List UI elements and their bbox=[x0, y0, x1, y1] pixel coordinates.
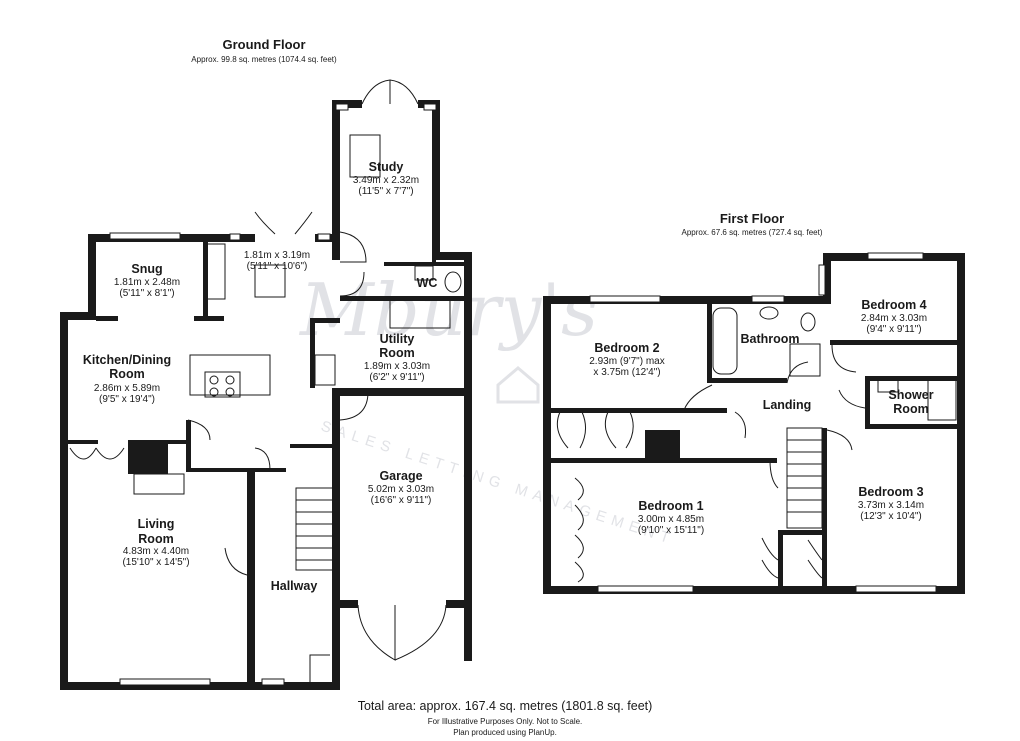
bedroom2-imperial: x 3.75m (12'4") bbox=[593, 367, 660, 378]
bedroom1-imperial: (9'10" x 15'11") bbox=[638, 525, 704, 536]
first-floor-fixtures bbox=[712, 306, 957, 421]
bathroom-label: Bathroom bbox=[740, 332, 799, 346]
study-imperial: (11'5" x 7'7") bbox=[358, 186, 413, 197]
bedroom4-dims: 2.84m x 3.03m bbox=[861, 313, 927, 324]
fireplace bbox=[128, 440, 168, 474]
shower-tray-icon bbox=[789, 343, 821, 377]
hall-top-imperial: (5'11" x 10'6") bbox=[247, 261, 308, 272]
bedroom3-label: Bedroom 3 bbox=[858, 485, 923, 499]
hall-top-dims: 1.81m x 3.19m bbox=[244, 250, 310, 261]
bedroom4-imperial: (9'4" x 9'11") bbox=[866, 324, 921, 335]
wc-label: WC bbox=[417, 276, 438, 290]
garage-imperial: (16'6" x 9'11") bbox=[371, 495, 432, 506]
utility-cupboard-icon bbox=[314, 354, 336, 386]
watermark-house-icon bbox=[496, 366, 540, 404]
kitchen-dims: 2.86m x 5.89m bbox=[94, 383, 160, 394]
study-skylight-icon bbox=[349, 134, 381, 178]
living-imperial: (15'10" x 14'5") bbox=[122, 557, 189, 568]
garage-dims: 5.02m x 3.03m bbox=[368, 484, 434, 495]
hallway-label: Hallway bbox=[271, 579, 318, 593]
utility-label-2: Room bbox=[379, 346, 414, 360]
ground-floor-fixtures bbox=[133, 134, 462, 495]
garage-label: Garage bbox=[379, 469, 422, 483]
first-floor-stairs bbox=[786, 427, 823, 529]
ground-floor-doors bbox=[69, 79, 447, 682]
kitchen-label-1: Kitchen/Dining bbox=[83, 353, 171, 367]
footer: Total area: approx. 167.4 sq. metres (18… bbox=[358, 699, 653, 737]
snug-label: Snug bbox=[131, 262, 162, 276]
kitchen-label-2: Room bbox=[109, 367, 144, 381]
bedroom2-dims: 2.93m (9'7") max bbox=[589, 356, 664, 367]
first-floor-windows bbox=[589, 252, 937, 593]
bedroom3-imperial: (12'3" x 10'4") bbox=[860, 511, 922, 522]
kitchen-imperial: (9'5" x 19'4") bbox=[99, 394, 155, 405]
first-floor-plan: First Floor Approx. 67.6 sq. metres (727… bbox=[543, 211, 965, 594]
hall-skylight-icon bbox=[254, 264, 286, 298]
ground-floor-stairs bbox=[295, 487, 335, 571]
ground-floor-area: Approx. 99.8 sq. metres (1074.4 sq. feet… bbox=[191, 55, 337, 64]
first-floor-title: First Floor bbox=[720, 211, 784, 226]
living-label-2: Room bbox=[138, 532, 173, 546]
hearth-icon bbox=[133, 473, 185, 495]
bathroom-toilet-icon bbox=[800, 312, 816, 332]
bath-icon bbox=[712, 307, 738, 375]
wc-basin-icon bbox=[414, 265, 434, 281]
ground-floor-labels: Ground Floor Approx. 99.8 sq. metres (10… bbox=[83, 37, 438, 593]
shower-room-label-2: Room bbox=[893, 402, 928, 416]
ground-floor-plan: Ground Floor Approx. 99.8 sq. metres (10… bbox=[60, 37, 472, 690]
kitchen-island bbox=[189, 354, 271, 396]
utility-sink-icon bbox=[389, 299, 451, 329]
snug-imperial: (5'11" x 8'1") bbox=[119, 288, 174, 299]
landing-label: Landing bbox=[763, 398, 812, 412]
bedroom3-dims: 3.73m x 3.14m bbox=[858, 500, 924, 511]
utility-imperial: (6'2" x 9'11") bbox=[369, 372, 424, 383]
utility-label-1: Utility bbox=[380, 332, 415, 346]
study-label: Study bbox=[369, 160, 404, 174]
first-floor-area: Approx. 67.6 sq. metres (727.4 sq. feet) bbox=[682, 228, 823, 237]
ground-floor-windows bbox=[109, 103, 437, 686]
first-floor-internal-walls bbox=[547, 300, 960, 590]
living-dims: 4.83m x 4.40m bbox=[123, 546, 189, 557]
shower-room-tray-icon bbox=[927, 379, 957, 421]
living-label-1: Living bbox=[138, 517, 175, 531]
bathroom-basin-icon bbox=[759, 306, 779, 320]
bedroom2-label: Bedroom 2 bbox=[594, 341, 659, 355]
watermark-brand: Mbury's bbox=[298, 268, 598, 352]
first-floor-labels: First Floor Approx. 67.6 sq. metres (727… bbox=[589, 211, 933, 536]
study-dims: 3.49m x 2.32m bbox=[353, 175, 419, 186]
snug-dims: 1.81m x 2.48m bbox=[114, 277, 180, 288]
hob-icon bbox=[204, 371, 241, 398]
wc-toilet-icon bbox=[444, 271, 462, 293]
bedroom1-dims: 3.00m x 4.85m bbox=[638, 514, 704, 525]
shower-room-label-1: Shower bbox=[888, 388, 933, 402]
disclaimer-line-2: Plan produced using PlanUp. bbox=[453, 728, 557, 737]
total-area: Total area: approx. 167.4 sq. metres (18… bbox=[358, 699, 653, 713]
shower-room-basin-icon bbox=[877, 377, 899, 393]
ground-floor-title: Ground Floor bbox=[222, 37, 305, 52]
kitchen-sink-icon bbox=[204, 243, 226, 300]
bedroom4-label: Bedroom 4 bbox=[861, 298, 926, 312]
disclaimer-line-1: For Illustrative Purposes Only. Not to S… bbox=[428, 717, 583, 726]
utility-dims: 1.89m x 3.03m bbox=[364, 361, 430, 372]
bedroom1-label: Bedroom 1 bbox=[638, 499, 703, 513]
first-floor-doors bbox=[556, 344, 866, 583]
